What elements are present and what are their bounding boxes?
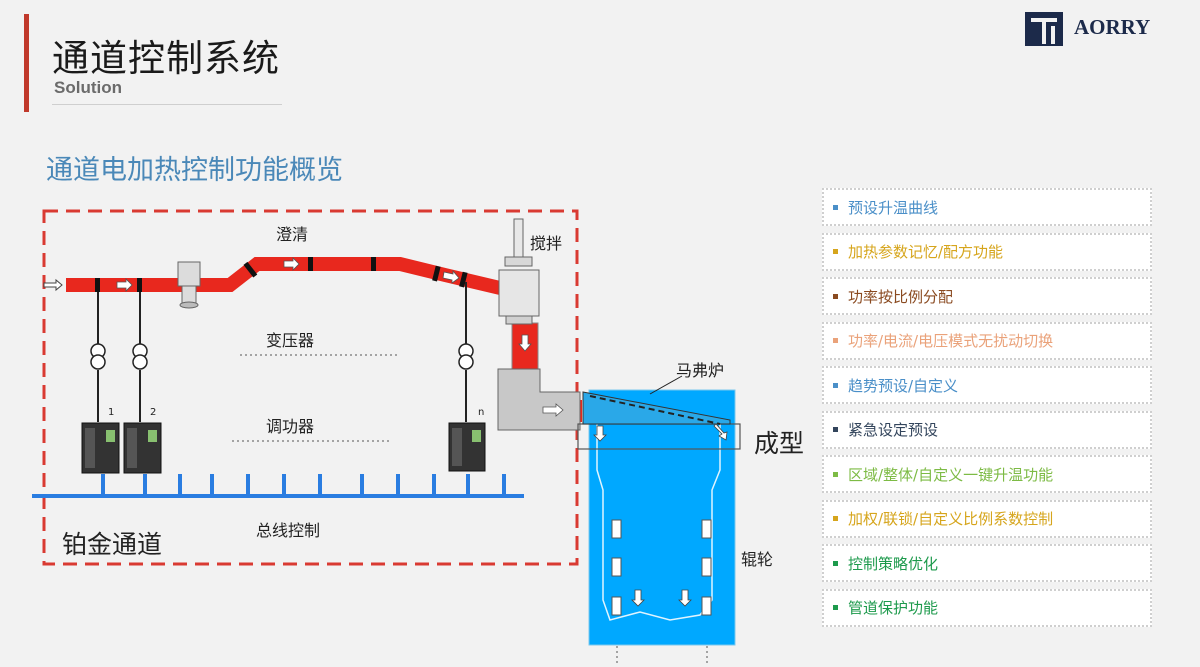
function-item: 区域/整体/自定义一键升温功能	[822, 455, 1152, 493]
label-clarify: 澄清	[276, 225, 309, 244]
flow-arrow-icon	[116, 278, 133, 292]
transformer-lines	[97, 282, 467, 422]
flow-arrow-down-icon	[631, 589, 645, 607]
power-regulator-icon	[123, 422, 162, 474]
channel-bands	[95, 257, 468, 292]
power-regulator-icon	[448, 422, 486, 472]
label-forming: 成型	[754, 429, 805, 458]
bullet-icon	[833, 249, 838, 254]
flow-arrow-down-icon	[518, 334, 532, 352]
bullet-icon	[833, 338, 838, 343]
bullet-icon	[833, 605, 838, 610]
outlet-elbow	[497, 368, 581, 431]
function-item: 加权/联锁/自定义比例系数控制	[822, 499, 1152, 538]
channel-enclosure	[42, 209, 579, 566]
bullet-icon	[833, 382, 838, 388]
roller-blocks	[611, 519, 712, 616]
label-unit-1: 1	[108, 407, 115, 418]
function-label: 预设升温曲线	[848, 198, 939, 217]
label-muffle-furnace: 马弗炉	[676, 361, 725, 380]
flow-arrow-down-icon	[593, 425, 607, 442]
function-list: 预设升温曲线 加热参数记忆/配方功能 功率按比例分配 功率/电流/电压模式无扰动…	[822, 188, 1152, 633]
bus-line	[32, 474, 524, 498]
bullet-icon	[833, 516, 838, 521]
bullet-icon	[833, 204, 838, 210]
flow-arrow-icon	[283, 257, 300, 271]
function-item: 功率按比例分配	[822, 277, 1152, 315]
flow-arrow-down-icon	[713, 423, 728, 441]
function-label: 控制策略优化	[848, 554, 939, 573]
bullet-icon	[833, 471, 838, 477]
label-transformer: 变压器	[266, 331, 315, 350]
inlet-arrow-icon	[43, 278, 63, 292]
title-divider	[52, 104, 282, 105]
label-platinum-channel: 铂金通道	[62, 530, 163, 559]
flow-arrow-icon	[542, 403, 564, 417]
label-roller: 辊轮	[741, 550, 774, 569]
function-item: 功率/电流/电压模式无扰动切换	[822, 321, 1152, 360]
function-item: 管道保护功能	[822, 588, 1152, 627]
function-label: 趋势预设/自定义	[848, 376, 959, 395]
function-item: 紧急设定预设	[822, 410, 1152, 449]
function-label: 功率/电流/电压模式无扰动切换	[848, 332, 1054, 350]
function-label: 区域/整体/自定义一键升温功能	[848, 465, 1054, 484]
page-title: 通道控制系统	[52, 37, 280, 80]
label-unit-2: 2	[150, 407, 157, 418]
function-item: 趋势预设/自定义	[822, 366, 1152, 404]
flow-arrow-down-icon	[678, 589, 692, 607]
label-stir: 搅拌	[530, 234, 563, 253]
function-label: 管道保护功能	[848, 599, 939, 617]
label-power-regulator: 调功器	[266, 417, 315, 436]
function-label: 功率按比例分配	[848, 287, 954, 306]
aorry-logo-icon	[1025, 12, 1063, 46]
section-title: 通道电加热控制功能概览	[46, 155, 343, 186]
logo-text: AORRY	[1074, 15, 1151, 39]
transformer-icon	[132, 343, 148, 370]
function-label: 加权/联锁/自定义比例系数控制	[848, 510, 1054, 528]
bullet-icon	[833, 293, 838, 299]
function-item: 加热参数记忆/配方功能	[822, 232, 1152, 271]
stirrer-unit	[498, 218, 540, 325]
vent-cylinder	[177, 261, 201, 309]
flow-arrow-icon	[442, 269, 460, 284]
bullet-icon	[833, 560, 838, 566]
transformer-icon	[90, 343, 106, 370]
power-regulator-icon	[81, 422, 120, 474]
function-label: 加热参数记忆/配方功能	[848, 243, 1004, 261]
bullet-icon	[833, 427, 838, 432]
label-unit-n: n	[478, 407, 485, 418]
function-item: 控制策略优化	[822, 544, 1152, 582]
page-subtitle: Solution	[54, 78, 122, 97]
muffle-furnace	[577, 375, 741, 646]
transformer-icon	[458, 343, 474, 370]
function-label: 紧急设定预设	[848, 421, 939, 439]
function-item: 预设升温曲线	[822, 188, 1152, 226]
title-accent-bar	[24, 14, 29, 112]
label-bus-control: 总线控制	[256, 521, 321, 540]
